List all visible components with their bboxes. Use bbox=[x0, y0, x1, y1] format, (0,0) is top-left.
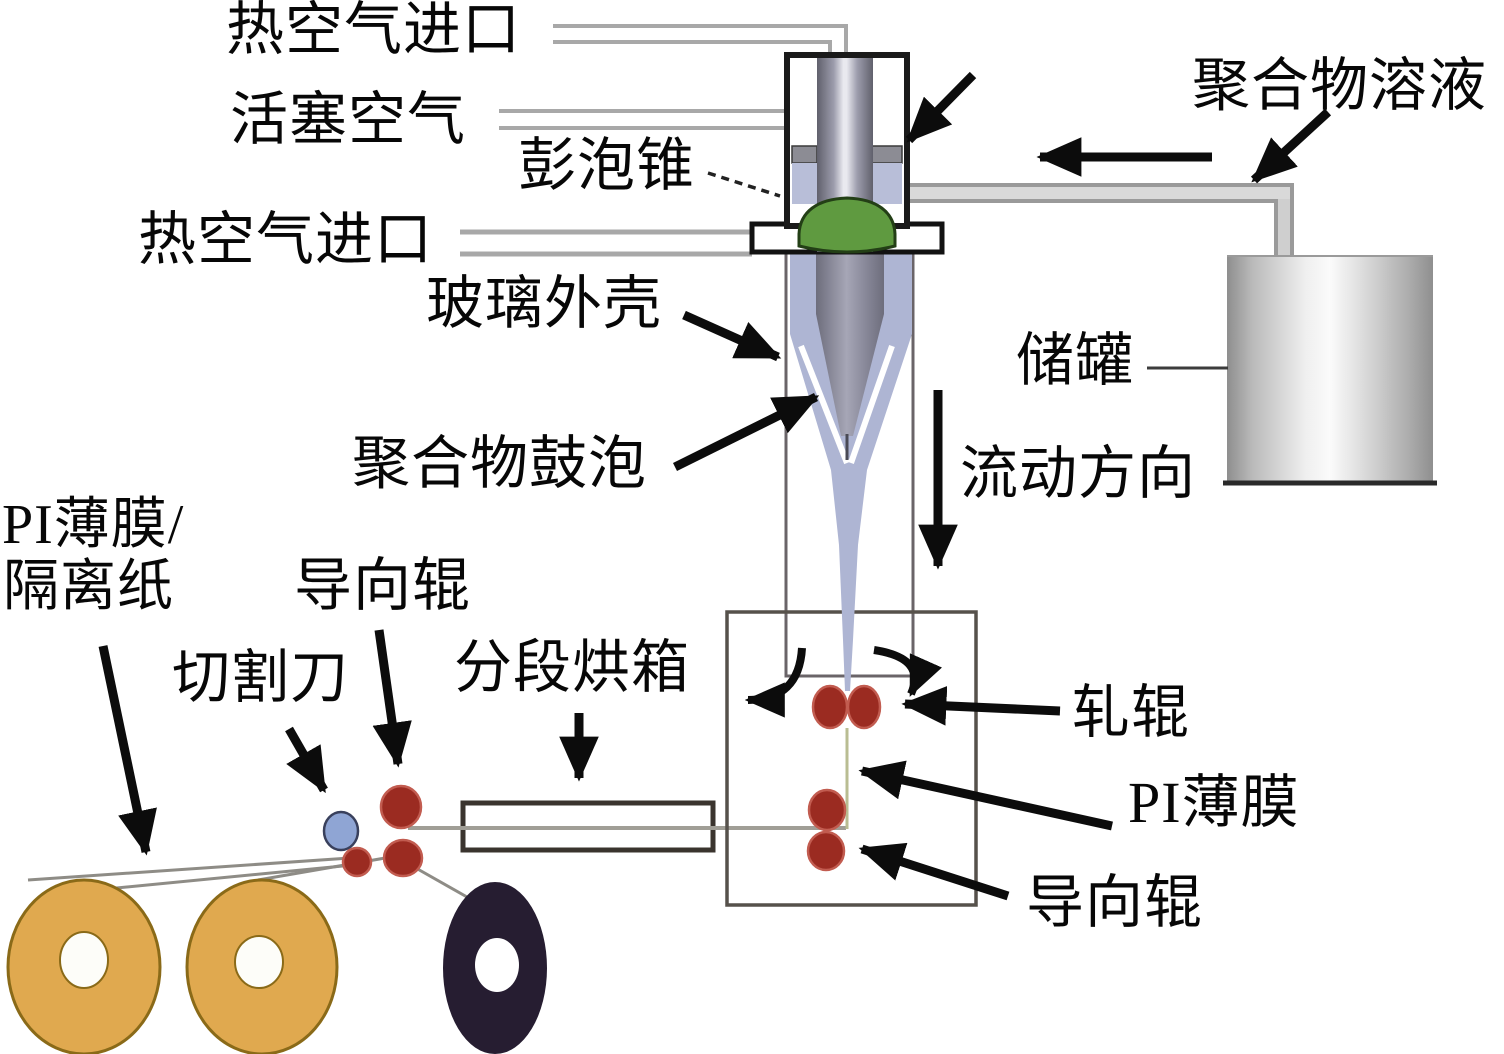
label-polymer-bubble: 聚合物鼓泡 bbox=[352, 431, 648, 496]
label-hot-air-inlet-top: 热空气进口 bbox=[226, 0, 522, 62]
label-storage-tank: 储罐 bbox=[1016, 328, 1135, 393]
bubble-cone-leader bbox=[707, 171, 781, 198]
arrow-polymer-bubble bbox=[672, 392, 820, 472]
hot-air-pipe-mid bbox=[460, 229, 752, 257]
bubble-cone-shape bbox=[797, 196, 897, 254]
arrow-solution-in bbox=[1250, 108, 1332, 184]
label-hot-air-inlet-mid: 热空气进口 bbox=[138, 207, 434, 272]
rotation-arrow-right bbox=[873, 646, 943, 697]
nip-rollers bbox=[811, 684, 882, 730]
inner-cone bbox=[816, 252, 884, 436]
label-pi-film: PI薄膜 bbox=[1128, 770, 1300, 835]
polymer-solution-pipe bbox=[907, 183, 1294, 257]
label-segmented-oven: 分段烘箱 bbox=[454, 635, 691, 700]
label-cutting-knife: 切割刀 bbox=[172, 645, 350, 710]
cutting-knife-roller bbox=[322, 810, 360, 852]
arrow-glass-shell bbox=[682, 310, 782, 362]
guide-roller-pair-top bbox=[379, 784, 423, 830]
arrow-pi-film-separator bbox=[98, 645, 157, 856]
annotation-arrows bbox=[98, 71, 1332, 901]
polymer-bubble-shape bbox=[790, 252, 912, 691]
arrow-die-top bbox=[905, 71, 977, 144]
label-guide-roller-left: 导向辊 bbox=[294, 553, 472, 618]
storage-tank bbox=[1223, 255, 1437, 486]
label-bubble-cone: 彭泡锥 bbox=[518, 133, 696, 198]
film-spool-right bbox=[185, 878, 339, 1054]
arrow-nip-roller bbox=[901, 686, 1061, 726]
label-flow-direction: 流动方向 bbox=[960, 441, 1197, 506]
takeup-spool-black bbox=[443, 882, 547, 1054]
rotation-arrows bbox=[744, 646, 943, 718]
label-polymer-solution: 聚合物溶液 bbox=[1192, 53, 1488, 118]
roller-cluster bbox=[322, 784, 424, 878]
label-piston-air: 活塞空气 bbox=[230, 87, 467, 152]
label-pi-film-separator-line1: PI薄膜/ bbox=[2, 494, 185, 556]
rotation-arrow-left bbox=[744, 647, 806, 718]
piston-air-pipe bbox=[499, 109, 787, 130]
die-piston-seals bbox=[791, 145, 903, 164]
label-glass-shell: 玻璃外壳 bbox=[426, 271, 663, 336]
arrow-cutting-knife bbox=[285, 726, 328, 794]
bubble-inner-surface bbox=[798, 344, 895, 465]
film-spool-left bbox=[6, 878, 162, 1054]
small-red-roller bbox=[341, 846, 373, 878]
label-guide-roller-right: 导向辊 bbox=[1026, 870, 1204, 935]
arrow-pi-film bbox=[858, 760, 1113, 831]
die-air-chambers bbox=[792, 163, 902, 204]
guide-roller-pair-bottom bbox=[382, 838, 424, 878]
label-pi-film-separator-line2: 隔离纸 bbox=[3, 556, 174, 618]
arrow-guide-roller-left bbox=[372, 629, 412, 768]
label-nip-roller: 轧辊 bbox=[1072, 680, 1191, 745]
arrow-guide-roller-right bbox=[858, 842, 1010, 901]
guide-rollers-right bbox=[806, 788, 847, 872]
